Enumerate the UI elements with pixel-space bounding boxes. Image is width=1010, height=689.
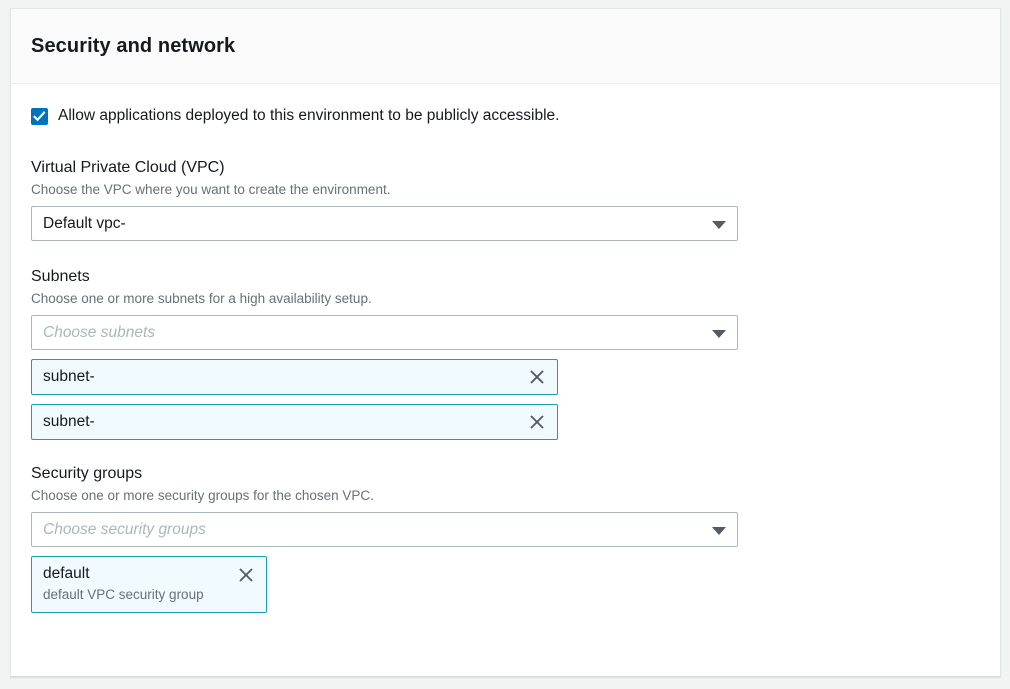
panel-body: Allow applications deployed to this envi…: [11, 84, 1000, 635]
security-groups-description: Choose one or more security groups for t…: [31, 488, 374, 503]
subnets-field: Subnets Choose one or more subnets for a…: [31, 266, 980, 440]
subnets-label: Subnets: [31, 268, 90, 285]
public-access-checkbox[interactable]: [31, 108, 48, 125]
chevron-down-icon: [712, 220, 726, 229]
vpc-description: Choose the VPC where you want to create …: [31, 182, 391, 197]
vpc-selected-value: Default vpc-: [43, 214, 126, 232]
public-access-row: Allow applications deployed to this envi…: [31, 106, 980, 126]
security-group-token-label: default: [43, 565, 90, 582]
close-icon[interactable]: [236, 565, 256, 585]
public-access-label: Allow applications deployed to this envi…: [58, 107, 560, 124]
security-groups-field: Security groups Choose one or more secur…: [31, 463, 980, 613]
subnet-token-label: subnet-: [43, 413, 95, 430]
security-groups-label: Security groups: [31, 465, 143, 482]
subnets-select[interactable]: Choose subnets: [31, 315, 738, 350]
vpc-label: Virtual Private Cloud (VPC): [31, 159, 225, 176]
chevron-down-icon: [712, 526, 726, 535]
panel-header: Security and network: [11, 9, 1000, 84]
subnets-placeholder: Choose subnets: [43, 323, 156, 341]
vpc-field: Virtual Private Cloud (VPC) Choose the V…: [31, 157, 980, 241]
subnets-description: Choose one or more subnets for a high av…: [31, 291, 372, 306]
close-icon[interactable]: [527, 367, 547, 387]
security-groups-placeholder: Choose security groups: [43, 520, 206, 538]
security-group-token: default default VPC security group: [31, 556, 267, 613]
close-icon[interactable]: [527, 412, 547, 432]
check-icon: [33, 111, 46, 122]
chevron-down-icon: [712, 329, 726, 338]
security-groups-select[interactable]: Choose security groups: [31, 512, 738, 547]
subnet-token-label: subnet-: [43, 368, 95, 385]
page-title: Security and network: [31, 34, 236, 57]
subnet-token: subnet-: [31, 359, 558, 395]
security-group-token-description: default VPC security group: [43, 587, 204, 602]
vpc-select[interactable]: Default vpc-: [31, 206, 738, 241]
security-and-network-panel: Security and network Allow applications …: [10, 8, 1001, 677]
subnet-token: subnet-: [31, 404, 558, 440]
